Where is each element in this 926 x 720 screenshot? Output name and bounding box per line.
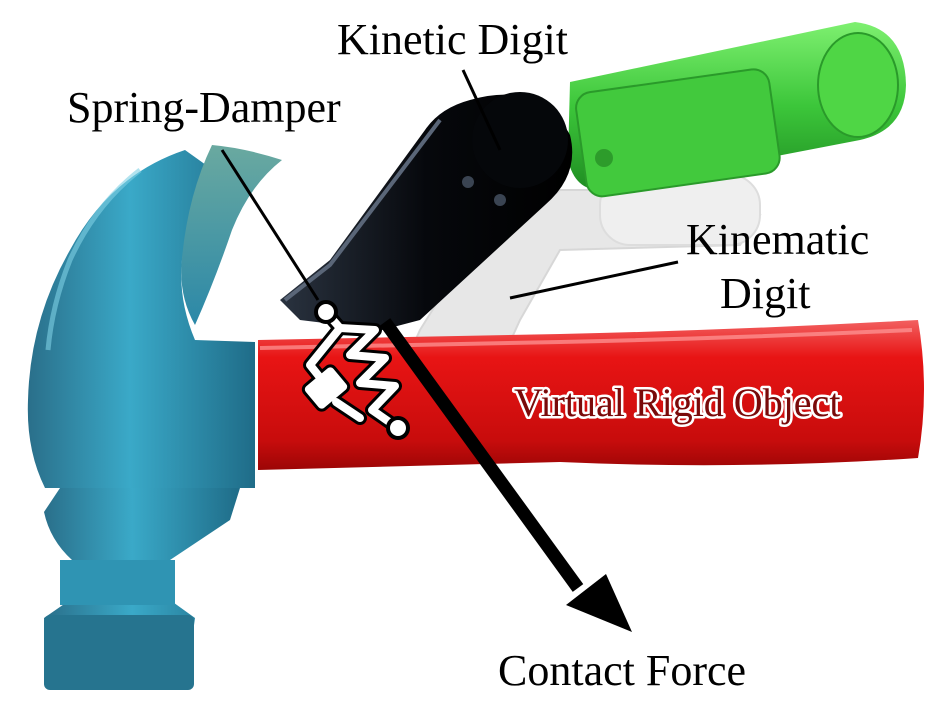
label-virtual-rigid-object: Virtual Rigid Object — [514, 380, 840, 425]
hammer-head — [28, 145, 282, 690]
label-spring-damper: Spring-Damper — [67, 83, 341, 132]
label-kinetic-digit: Kinetic Digit — [337, 15, 568, 64]
label-kinematic-digit-line1: Kinematic — [686, 215, 869, 264]
spring-anchor-top — [316, 302, 336, 322]
spring-anchor-bottom — [388, 418, 408, 438]
kinetic-digit — [280, 22, 906, 330]
label-kinematic-digit-line2: Digit — [720, 269, 810, 318]
leader-spring-damper — [222, 150, 318, 300]
label-contact-force: Contact Force — [498, 646, 746, 695]
